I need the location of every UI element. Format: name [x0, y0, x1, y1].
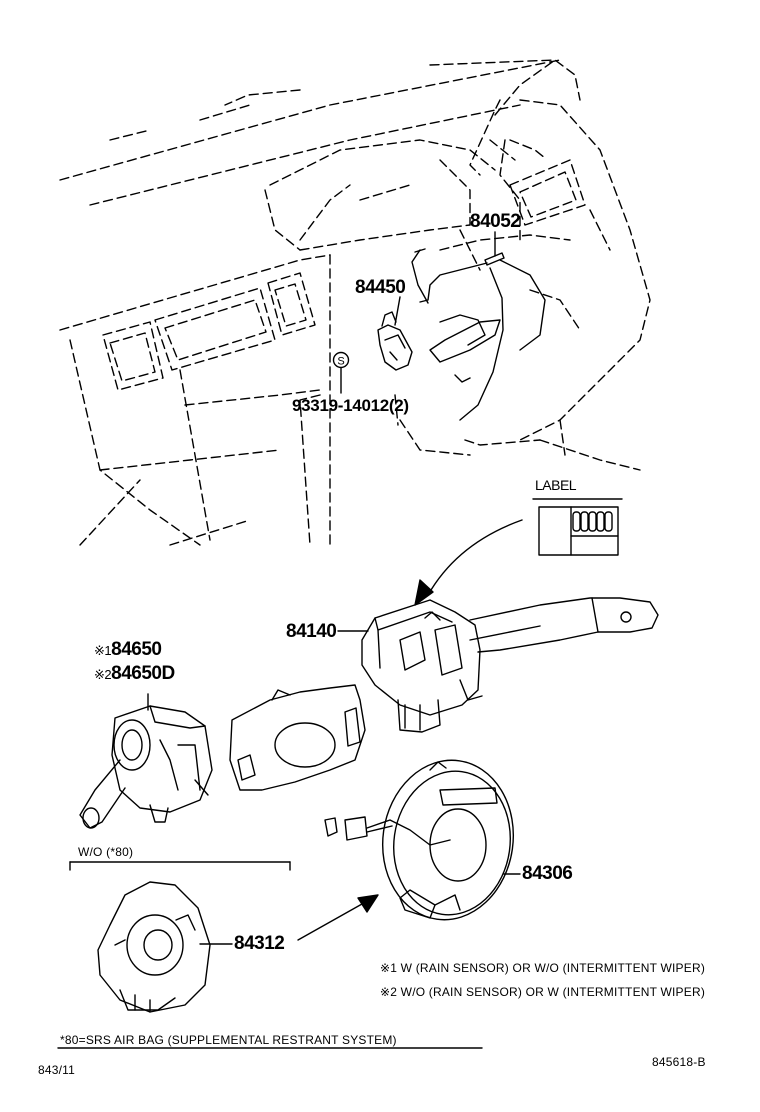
page-ref-left: 843/11 [38, 1063, 76, 1077]
wo-header: W/O (*80) [78, 845, 134, 859]
wire-harness-84052-graphic [411, 248, 546, 421]
switch-84140-graphic [361, 597, 659, 733]
spiral-cable-84306-graphic [324, 759, 515, 921]
leader-lines [147, 630, 521, 945]
part-number-84312[interactable]: 84312 [234, 933, 285, 954]
page-ref-right: 845618-B [652, 1055, 706, 1069]
wo-section-rule [69, 861, 291, 871]
part-number-84650D[interactable]: 84650D [111, 663, 175, 684]
spiral-cable-84312-graphic [97, 881, 211, 1013]
cover-bracket-graphic [229, 684, 366, 791]
leader-lines-upper [394, 231, 496, 326]
switch-84650-graphic [79, 705, 213, 829]
note-2: ※2 W/O (RAIN SENSOR) OR W (INTERMITTENT … [380, 985, 706, 999]
part-number-84650-row: ※184650 [94, 639, 162, 660]
note-marker-2: ※2 [94, 667, 112, 682]
label-box-title: LABEL [535, 477, 577, 493]
dashboard-outline [59, 59, 651, 546]
part-number-93319-14012[interactable]: 93319-14012(2) [292, 396, 409, 415]
part-number-84450[interactable]: 84450 [355, 277, 406, 298]
footnote: *80=SRS AIR BAG (SUPPLEMENTAL RESTRANT S… [60, 1033, 397, 1047]
dashboard-vents [102, 139, 586, 391]
part-number-84650[interactable]: 84650 [111, 639, 162, 660]
part-number-84650d-row: ※284650D [94, 664, 175, 683]
label-box [532, 498, 623, 556]
screw-symbol-letter: S [337, 356, 344, 368]
part-number-84140[interactable]: 84140 [286, 621, 337, 642]
note-1: ※1 W (RAIN SENSOR) OR W/O (INTERMITTENT … [380, 961, 706, 975]
note-marker-1: ※1 [94, 643, 112, 658]
part-number-84306[interactable]: 84306 [522, 863, 573, 884]
arrow-label [414, 519, 523, 606]
part-number-84052[interactable]: 84052 [470, 211, 521, 232]
arrow-84312 [297, 894, 379, 941]
switch-84450-graphic [377, 311, 501, 383]
screw-symbol: S [332, 351, 350, 394]
